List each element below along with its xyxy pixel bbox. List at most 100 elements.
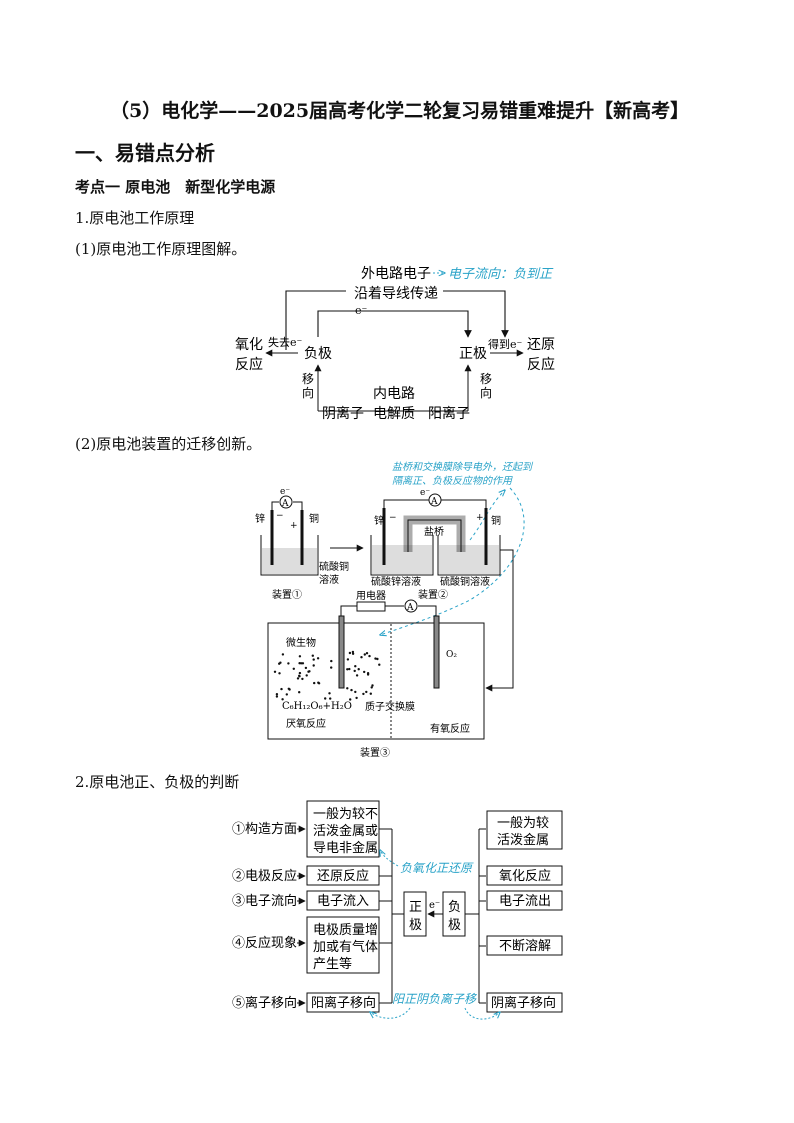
- fig3-neg-electron: 电子流出: [499, 894, 551, 909]
- fig1-oxidation-2: 反应: [235, 356, 263, 373]
- particle-dot: [360, 656, 363, 659]
- particle-dot: [300, 662, 303, 665]
- device3-particles: [273, 650, 381, 701]
- particle-dot: [354, 665, 357, 668]
- particle-dot: [298, 691, 301, 694]
- fig1-note: 电子流向：负到正: [448, 267, 554, 282]
- item-heading-2: 2.原电池正、负极的判断: [75, 773, 240, 791]
- fig1-top-line2: 沿着导线传递: [354, 286, 438, 302]
- device1-solution-2: 溶液: [319, 573, 339, 586]
- particle-dot: [370, 686, 373, 689]
- device2-zinc-solution: 硫酸锌溶液: [371, 575, 421, 588]
- particle-dot: [369, 692, 372, 695]
- particle-dot: [355, 696, 358, 700]
- particle-dot: [305, 674, 308, 677]
- particle-dot: [357, 668, 360, 671]
- fig1-inner-circuit: 内电路: [373, 386, 415, 402]
- device1-ammeter: A: [281, 499, 289, 509]
- fig3-pos-structure-3: 导电非金属: [313, 840, 378, 856]
- particle-dot: [317, 681, 320, 684]
- fig1-move-right-1: 移: [480, 372, 492, 386]
- device1-minus: −: [276, 511, 284, 521]
- particle-dot: [328, 692, 331, 695]
- fig1-move-left-2: 向: [302, 385, 314, 400]
- particle-dot: [292, 667, 295, 670]
- particle-dot: [275, 693, 279, 696]
- device3-microbe: 微生物: [286, 636, 316, 649]
- fig3-eminus: e⁻: [429, 900, 440, 911]
- device3-oxygen: O₂: [446, 650, 457, 660]
- topic-heading: 考点一 原电池 新型化学电源: [75, 178, 276, 196]
- device3-glucose: C₆H₁₂O₆+H₂O: [282, 701, 352, 712]
- device2-minus: −: [389, 513, 397, 523]
- particle-dot: [371, 684, 374, 687]
- fig3-negative-2: 极: [448, 918, 461, 933]
- fig3-note-ions: 阳正阴负离子移: [392, 992, 477, 1006]
- fig3-criterion-5: ⑤离子移向: [232, 995, 297, 1011]
- particle-dot: [287, 687, 290, 690]
- item-subheading-2: (2)原电池装置的迁移创新。: [75, 435, 262, 453]
- particle-dot: [316, 657, 320, 660]
- fig1-anion: 阴离子: [322, 405, 364, 422]
- fig3-pos-phenomenon-2: 加或有气体: [313, 939, 378, 955]
- fig3-pos-electron: 电子流入: [317, 894, 369, 909]
- device1-solution-1: 硫酸铜: [319, 560, 349, 573]
- figure-3: ①构造方面 ②电极反应 ③电子流向 ④反应现象 ⑤离子移向 一般为较不 活泼金属…: [232, 800, 563, 1020]
- fig3-pos-structure-1: 一般为较不: [313, 806, 378, 822]
- particle-dot: [278, 672, 281, 675]
- fig3-neg-ion: 阴离子移向: [491, 995, 556, 1011]
- particle-dot: [301, 677, 304, 681]
- particle-dot: [363, 670, 366, 674]
- fig1-electrolyte: 电解质: [373, 406, 415, 422]
- fig3-criterion-3: ③电子流向: [232, 893, 297, 909]
- fig3-neg-phenomenon: 不断溶解: [499, 939, 551, 954]
- particle-dot: [285, 693, 288, 696]
- particle-dot: [355, 674, 359, 677]
- device3-aerobic: 有氧反应: [430, 722, 470, 735]
- device2-copper: 铜: [491, 515, 501, 527]
- particle-dot: [363, 653, 366, 656]
- particle-dot: [301, 662, 305, 665]
- particle-dot: [273, 670, 277, 673]
- fig3-neg-structure-2: 活泼金属: [497, 832, 549, 848]
- device-1: A e⁻ 锌 铜 − + 硫酸铜 溶液 装置①: [255, 487, 349, 601]
- device3-ammeter: A: [406, 603, 414, 613]
- particle-dot: [348, 651, 352, 655]
- fig3-criterion-4: ④反应现象: [232, 935, 297, 951]
- particle-dot: [346, 668, 349, 671]
- device2-copper-solution: 硫酸铜溶液: [440, 575, 490, 588]
- particle-dot: [298, 671, 302, 675]
- fig3-criterion-1: ①构造方面: [232, 821, 297, 837]
- device1-zinc: 锌: [255, 512, 265, 525]
- fig1-move-left-1: 移: [302, 372, 314, 386]
- particle-dot: [330, 659, 333, 663]
- particle-dot: [296, 677, 300, 680]
- device2-salt-bridge: 盐桥: [424, 525, 444, 538]
- device3-appliance: 用电器: [356, 589, 386, 602]
- fig3-negative-1: 负: [448, 900, 461, 915]
- fig1-wire-right: [443, 290, 509, 338]
- particle-dot: [366, 673, 370, 676]
- particle-dot: [351, 652, 355, 655]
- particle-dot: [281, 698, 284, 701]
- particle-dot: [362, 692, 365, 696]
- device2-zinc: 锌: [374, 514, 384, 527]
- particle-dot: [353, 669, 356, 673]
- particle-dot: [287, 662, 290, 665]
- fig3-pos-phenomenon-1: 电极质量增: [313, 923, 378, 938]
- device1-label: 装置①: [272, 588, 302, 601]
- fig3-criterion-2: ②电极反应: [232, 868, 297, 884]
- particle-dot: [349, 698, 352, 701]
- device3-label: 装置③: [360, 746, 390, 759]
- device-3: A 用电器 微生物 O₂ C₆H₁₂O₆+H₂O 质子交换膜 厌氧反应 有氧反应…: [267, 589, 485, 759]
- item-heading-1: 1.原电池工作原理: [75, 209, 195, 227]
- device1-eminus: e⁻: [280, 487, 290, 497]
- particle-dot: [350, 688, 353, 692]
- particle-dot: [365, 690, 368, 694]
- particle-dot: [348, 667, 351, 671]
- particle-dot: [279, 661, 282, 664]
- device2-eminus: e⁻: [420, 488, 430, 498]
- section-heading: 一、易错点分析: [75, 141, 215, 165]
- fig1-reduction-2: 反应: [527, 356, 555, 373]
